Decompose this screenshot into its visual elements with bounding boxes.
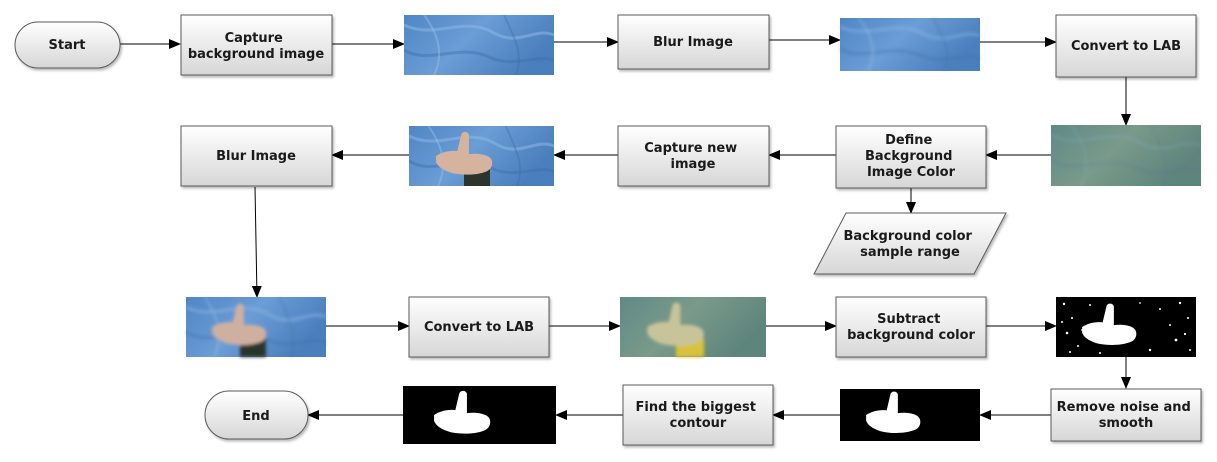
blur-image-label-2: Blur Image (216, 149, 296, 164)
image-subtracted-mask (1056, 297, 1196, 357)
noise-specks (1061, 301, 1191, 354)
image-background-raw (404, 15, 554, 75)
blur-image-label-1: Blur Image (653, 35, 733, 50)
capture-new-image-box (617, 125, 770, 187)
convert-lab-box-2 (408, 296, 550, 358)
find-contour-box (622, 384, 774, 446)
define-background-label: Define Background Image Color (865, 133, 957, 180)
capture-new-image-label: Capture new image (644, 141, 741, 172)
sample-range-label: Background color sample range (844, 229, 977, 260)
start-terminal (14, 21, 121, 69)
convert-lab-label-2: Convert to LAB (424, 320, 534, 335)
remove-noise-box (1050, 388, 1202, 442)
end-terminal (204, 390, 309, 440)
remove-noise-label: Remove noise and smooth (1057, 400, 1196, 431)
image-new-lab (620, 297, 766, 357)
image-biggest-contour (403, 386, 556, 444)
capture-background-box (180, 14, 333, 76)
convert-lab-label-1: Convert to LAB (1071, 39, 1181, 54)
capture-background-label: Capture background image (188, 31, 324, 62)
subtract-background-box (835, 296, 987, 358)
blur-image-box-2 (180, 125, 333, 187)
image-background-lab (1051, 125, 1201, 186)
image-background-blurred (840, 18, 980, 71)
blur-image-box-1 (617, 14, 770, 70)
arrow-blur2-to-image5 (251, 186, 262, 298)
image-new-capture (409, 126, 554, 186)
find-contour-label: Find the biggest contour (636, 400, 761, 431)
sample-range-data (813, 212, 1007, 275)
subtract-background-label: Subtract background color (847, 312, 975, 343)
start-label: Start (49, 38, 86, 53)
define-background-box (835, 125, 987, 189)
connectors (120, 35, 1131, 420)
end-label: End (242, 409, 269, 424)
image-smoothed-mask (840, 389, 980, 441)
image-new-blurred (186, 297, 326, 357)
convert-lab-box-1 (1055, 14, 1197, 78)
